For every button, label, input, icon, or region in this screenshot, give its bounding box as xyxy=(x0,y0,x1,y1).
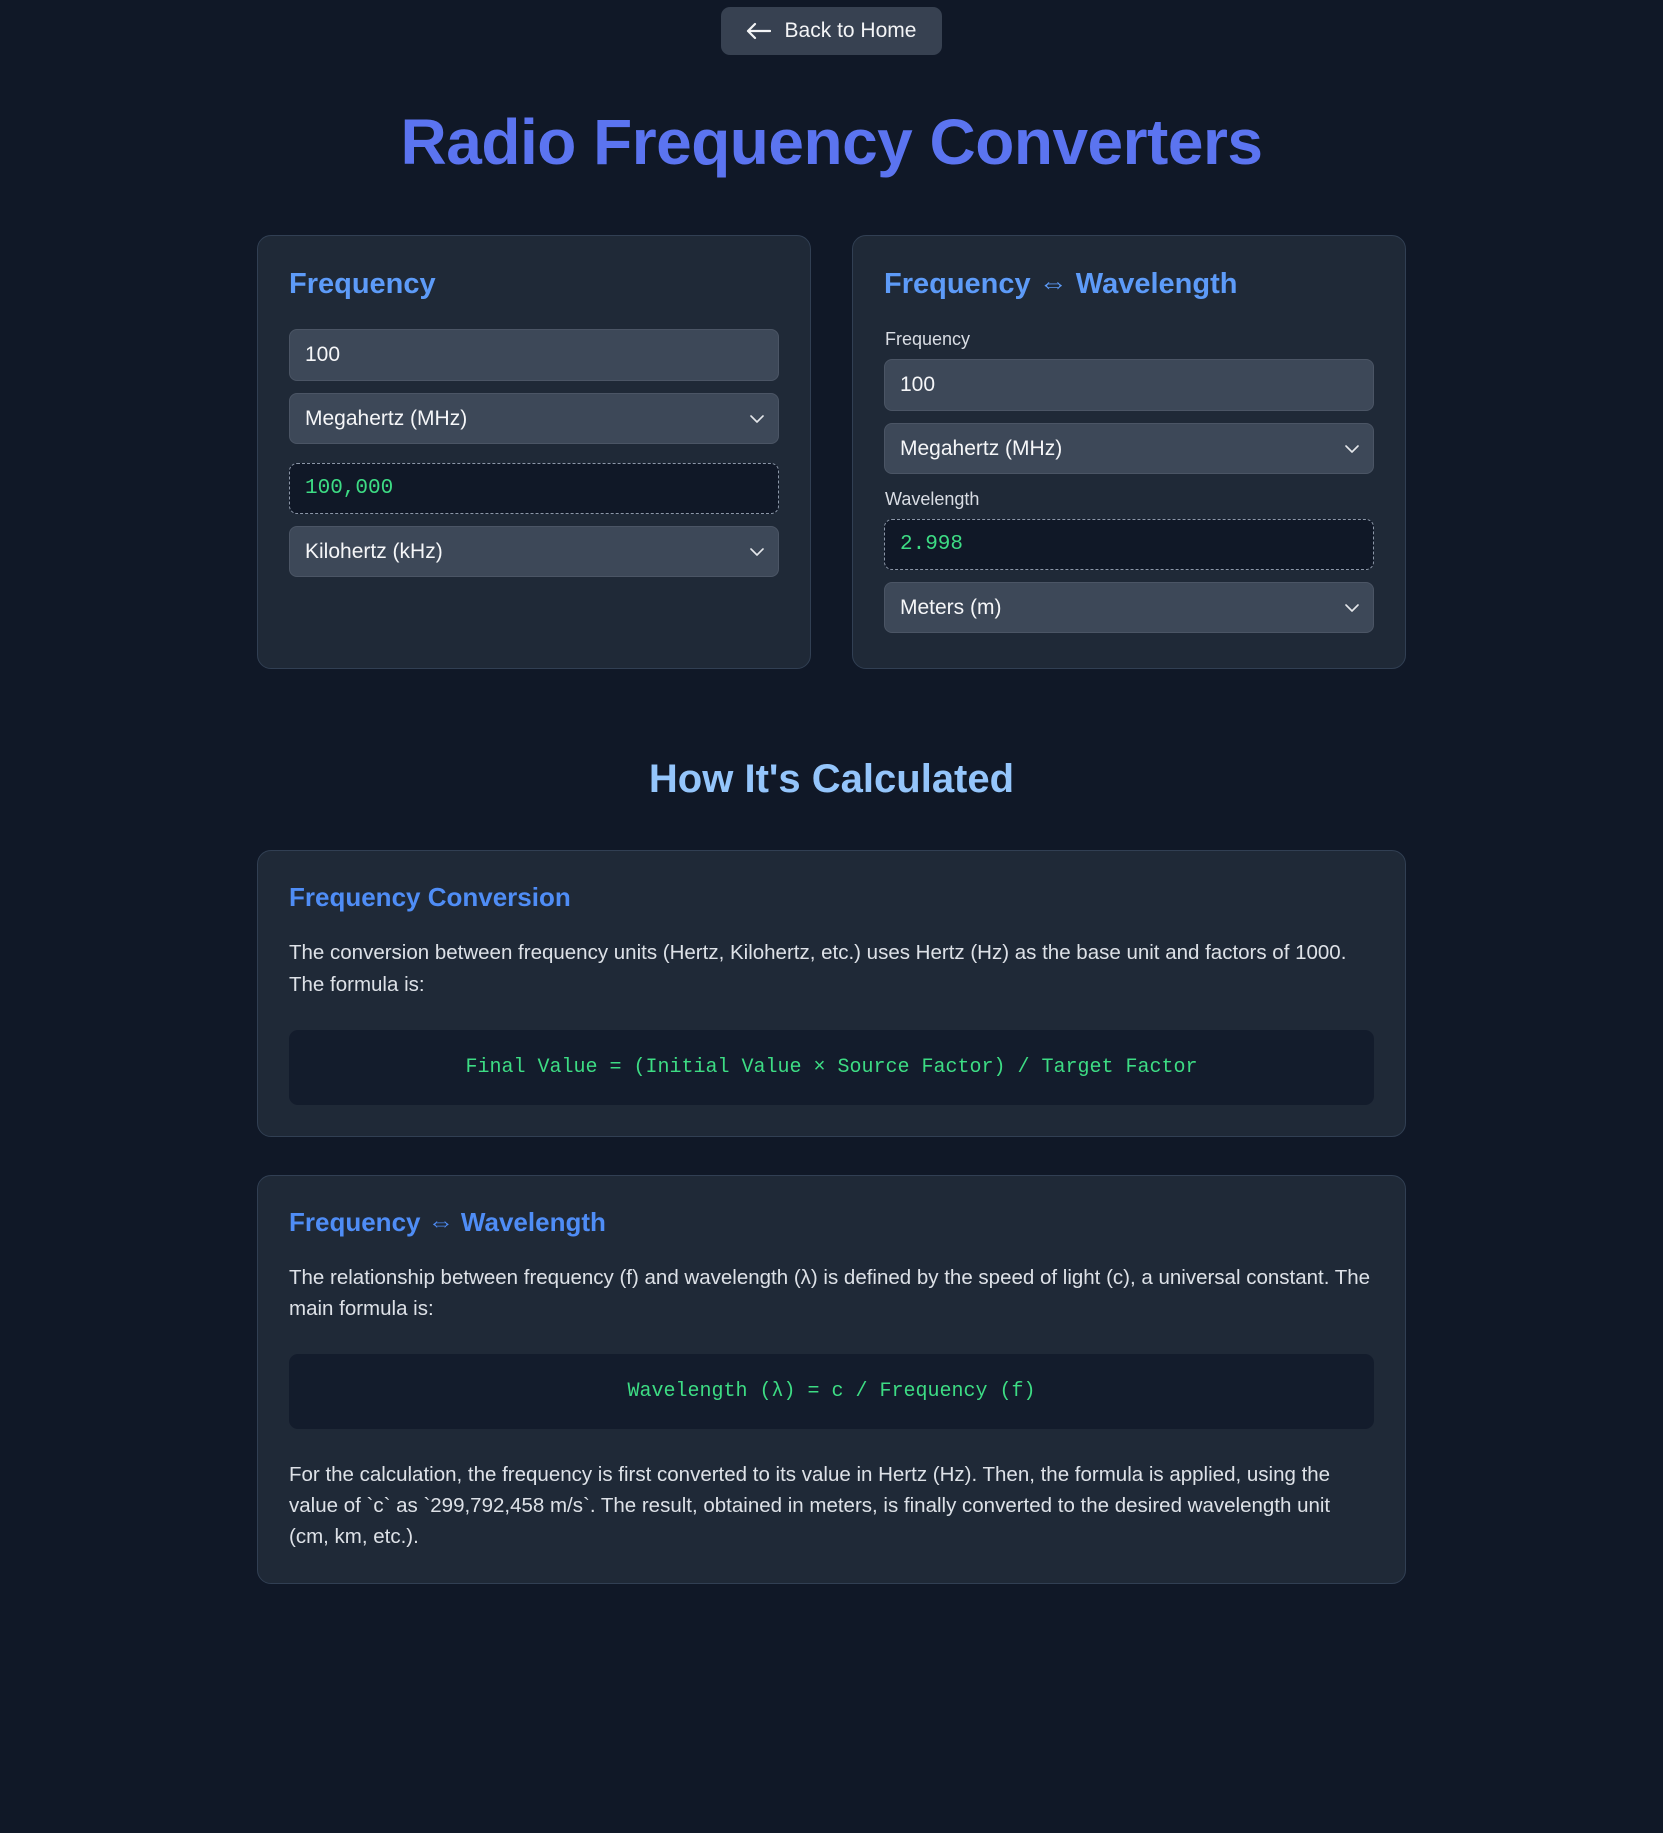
converters-grid: Frequency Megahertz (MHz) Kilo xyxy=(0,235,1663,670)
arrow-left-icon xyxy=(745,21,771,41)
frequency-value-input[interactable] xyxy=(289,329,779,382)
frequency-to-unit-select[interactable]: Kilohertz (kHz) xyxy=(289,526,779,578)
wavelength-card-title: Frequency ⇔ Wavelength xyxy=(884,268,1238,301)
wavelength-result-label: Wavelength xyxy=(885,489,980,510)
formula-block: Wavelength (λ) = c / Frequency (f) xyxy=(289,1354,1374,1430)
wavelength-converter-card: Frequency ⇔ Wavelength Frequency Megaher… xyxy=(852,235,1406,670)
info-card-frequency-wavelength: Frequency ⇔ Wavelength The relationship … xyxy=(257,1174,1406,1585)
back-to-home-button[interactable]: Back to Home xyxy=(720,7,943,55)
back-to-home-label: Back to Home xyxy=(784,19,917,42)
page-root: Back to Home Radio Frequency Converters … xyxy=(0,0,1663,1585)
how-its-calculated-title: How It's Calculated xyxy=(648,757,1015,802)
frequency-to-unit-select-wrap[interactable]: Kilohertz (kHz) xyxy=(289,526,779,578)
info-card-paragraph: The conversion between frequency units (… xyxy=(289,941,1347,996)
frequency-from-unit-select[interactable]: Megahertz (MHz) xyxy=(289,393,779,445)
info-cards: Frequency Conversion The conversion betw… xyxy=(257,802,1406,1585)
wavelength-frequency-input[interactable] xyxy=(884,359,1374,412)
frequency-card-title: Frequency xyxy=(289,268,436,301)
wavelength-unit-select[interactable]: Meters (m) xyxy=(884,582,1374,634)
wavelength-frequency-unit-select[interactable]: Megahertz (MHz) xyxy=(884,423,1374,475)
page-title: Radio Frequency Converters xyxy=(400,106,1263,178)
wavelength-frequency-label: Frequency xyxy=(885,329,971,350)
frequency-from-unit-select-wrap[interactable]: Megahertz (MHz) xyxy=(289,393,779,445)
wavelength-unit-select-wrap[interactable]: Meters (m) xyxy=(884,582,1374,634)
wavelength-result-output xyxy=(884,519,1374,571)
info-card-title: Frequency ⇔ Wavelength xyxy=(289,1206,606,1237)
info-card-title: Frequency Conversion xyxy=(289,882,571,913)
info-card-paragraph: The relationship between frequency (f) a… xyxy=(289,1265,1371,1320)
info-card-paragraph-secondary: For the calculation, the frequency is fi… xyxy=(289,1463,1331,1549)
formula-block: Final Value = (Initial Value × Source Fa… xyxy=(289,1029,1374,1105)
info-card-frequency-conversion: Frequency Conversion The conversion betw… xyxy=(257,850,1406,1137)
wavelength-frequency-unit-select-wrap[interactable]: Megahertz (MHz) xyxy=(884,423,1374,475)
frequency-result-output xyxy=(289,463,779,515)
frequency-converter-card: Frequency Megahertz (MHz) Kilo xyxy=(257,235,811,670)
top-nav: Back to Home xyxy=(0,0,1663,55)
